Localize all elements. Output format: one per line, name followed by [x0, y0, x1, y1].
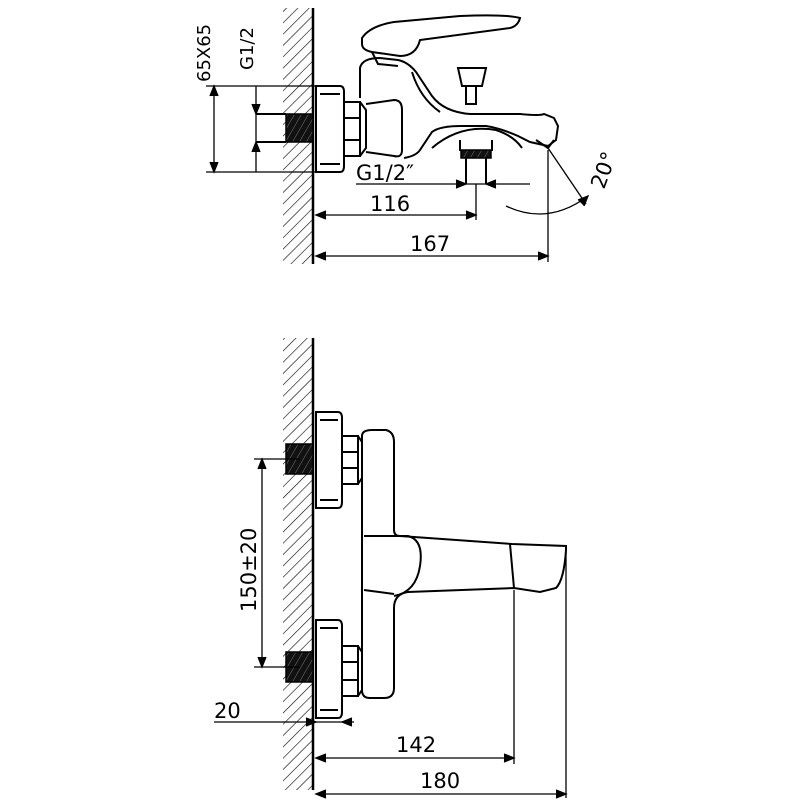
label-116: 116 [370, 192, 410, 216]
top-view [256, 8, 560, 264]
lever-handle-top [361, 14, 522, 58]
label-20: 20 [214, 699, 241, 723]
side-view [283, 338, 567, 790]
upper-nut [341, 435, 359, 485]
label-167: 167 [410, 232, 450, 256]
upper-flange [315, 411, 343, 509]
inlet-thread-top [285, 113, 314, 143]
lower-flange [315, 619, 343, 719]
wall-side [283, 338, 313, 790]
label-g12-outlet: G1/2″ [356, 161, 414, 185]
outlet-thread [460, 149, 492, 159]
flange-top [315, 85, 345, 173]
label-angle: 20° [586, 149, 621, 192]
hex-nut-top [343, 101, 361, 157]
outlet-arc [431, 127, 523, 149]
side-dimensions [214, 457, 568, 799]
diverter-knob [456, 67, 488, 87]
label-142: 142 [396, 733, 436, 757]
inlet-pipe-top [256, 113, 286, 143]
label-150-20: 150±20 [237, 528, 261, 612]
body-side [361, 429, 567, 699]
label-g12-vertical: G1/2 [237, 27, 258, 70]
arm-top [365, 98, 403, 158]
label-180: 180 [420, 769, 460, 793]
label-65x65: 65X65 [194, 24, 215, 82]
top-dimensions [206, 84, 590, 262]
lower-nut [341, 645, 359, 697]
body-top [359, 56, 560, 159]
